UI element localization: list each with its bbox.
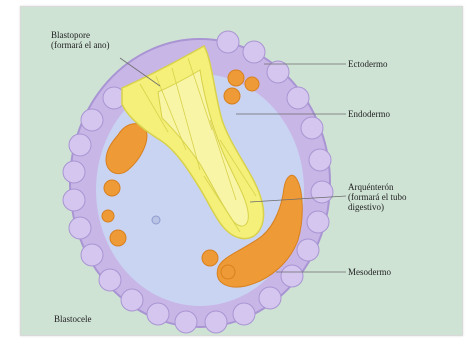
label-blastocoel: Blastocele	[54, 314, 92, 324]
label-mesoderm: Mesodermo	[348, 267, 391, 277]
cell-nucleus-icon	[152, 216, 160, 224]
label-archenteron: Arquénterón (formará el tubo digestivo)	[348, 182, 406, 212]
label-ectoderm: Ectodermo	[348, 59, 388, 69]
label-endoderm: Endodermo	[348, 109, 390, 119]
label-blastopore: Blastopore (formará el ano)	[51, 30, 109, 50]
